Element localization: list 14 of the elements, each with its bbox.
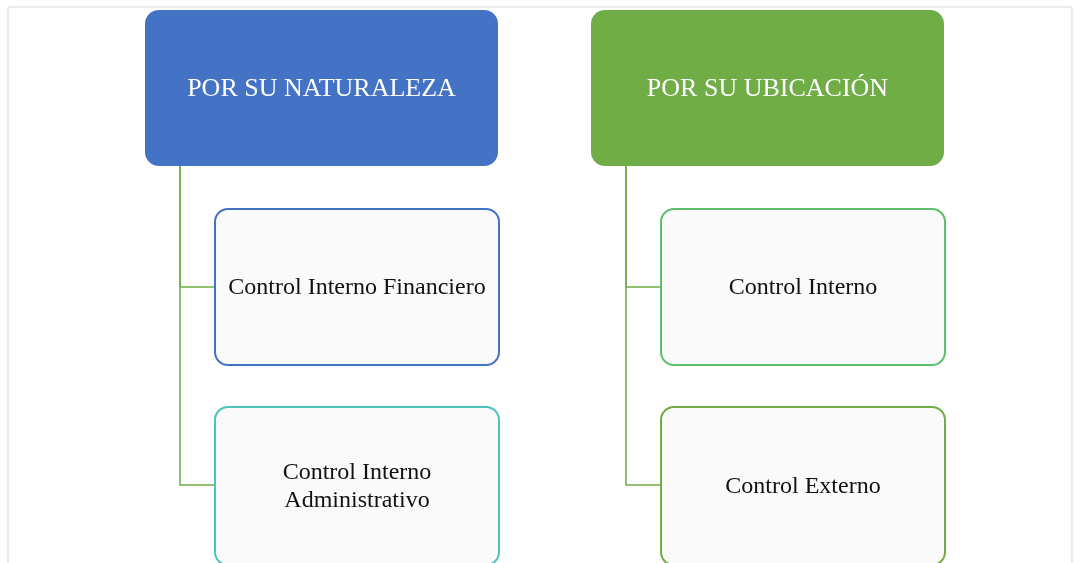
item-label: Control Interno [727, 273, 879, 301]
category-box [591, 10, 944, 166]
category-title: POR SU UBICACIÓN [645, 73, 890, 103]
category-title: POR SU NATURALEZA [186, 73, 457, 103]
item-label: Control Interno Financiero [227, 273, 487, 301]
category-box [145, 10, 498, 166]
item-label: Control Interno Administrativo [281, 458, 433, 514]
connector-line [179, 165, 215, 486]
item-box [214, 208, 500, 366]
item-box [214, 406, 500, 563]
connector-line [625, 165, 661, 486]
item-box [660, 208, 946, 366]
item-label: Control Externo [724, 472, 882, 500]
item-box [660, 406, 946, 563]
